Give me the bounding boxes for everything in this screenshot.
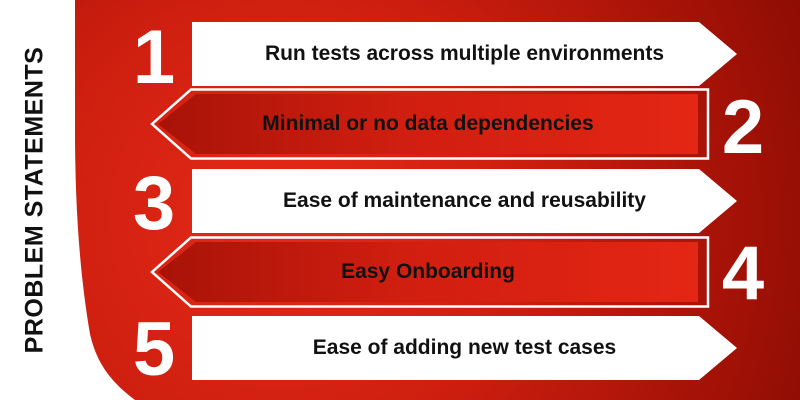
statement-text-1: Run tests across multiple environments [264, 42, 665, 65]
statement-banner-4: Easy Onboarding [158, 242, 698, 302]
statement-banner-5: Ease of adding new test cases [192, 316, 737, 380]
step-number-5: 5 [132, 307, 176, 392]
step-number-3: 3 [132, 161, 176, 246]
statement-banner-1: Run tests across multiple environments [192, 22, 737, 86]
statement-banner-3: Ease of maintenance and reusability [192, 169, 737, 233]
sidebar: PROBLEM STATEMENTS [0, 0, 70, 400]
statement-banner-2: Minimal or no data dependencies [158, 94, 698, 154]
step-number-2: 2 [721, 85, 765, 170]
step-number-4: 4 [721, 231, 765, 316]
sidebar-title: PROBLEM STATEMENTS [20, 46, 49, 354]
statement-text-2: Minimal or no data dependencies [262, 112, 594, 135]
statement-text-3: Ease of maintenance and reusability [283, 189, 646, 212]
statement-text-4: Easy Onboarding [341, 260, 515, 283]
statement-text-5: Ease of adding new test cases [312, 336, 617, 359]
step-number-1: 1 [132, 15, 176, 100]
